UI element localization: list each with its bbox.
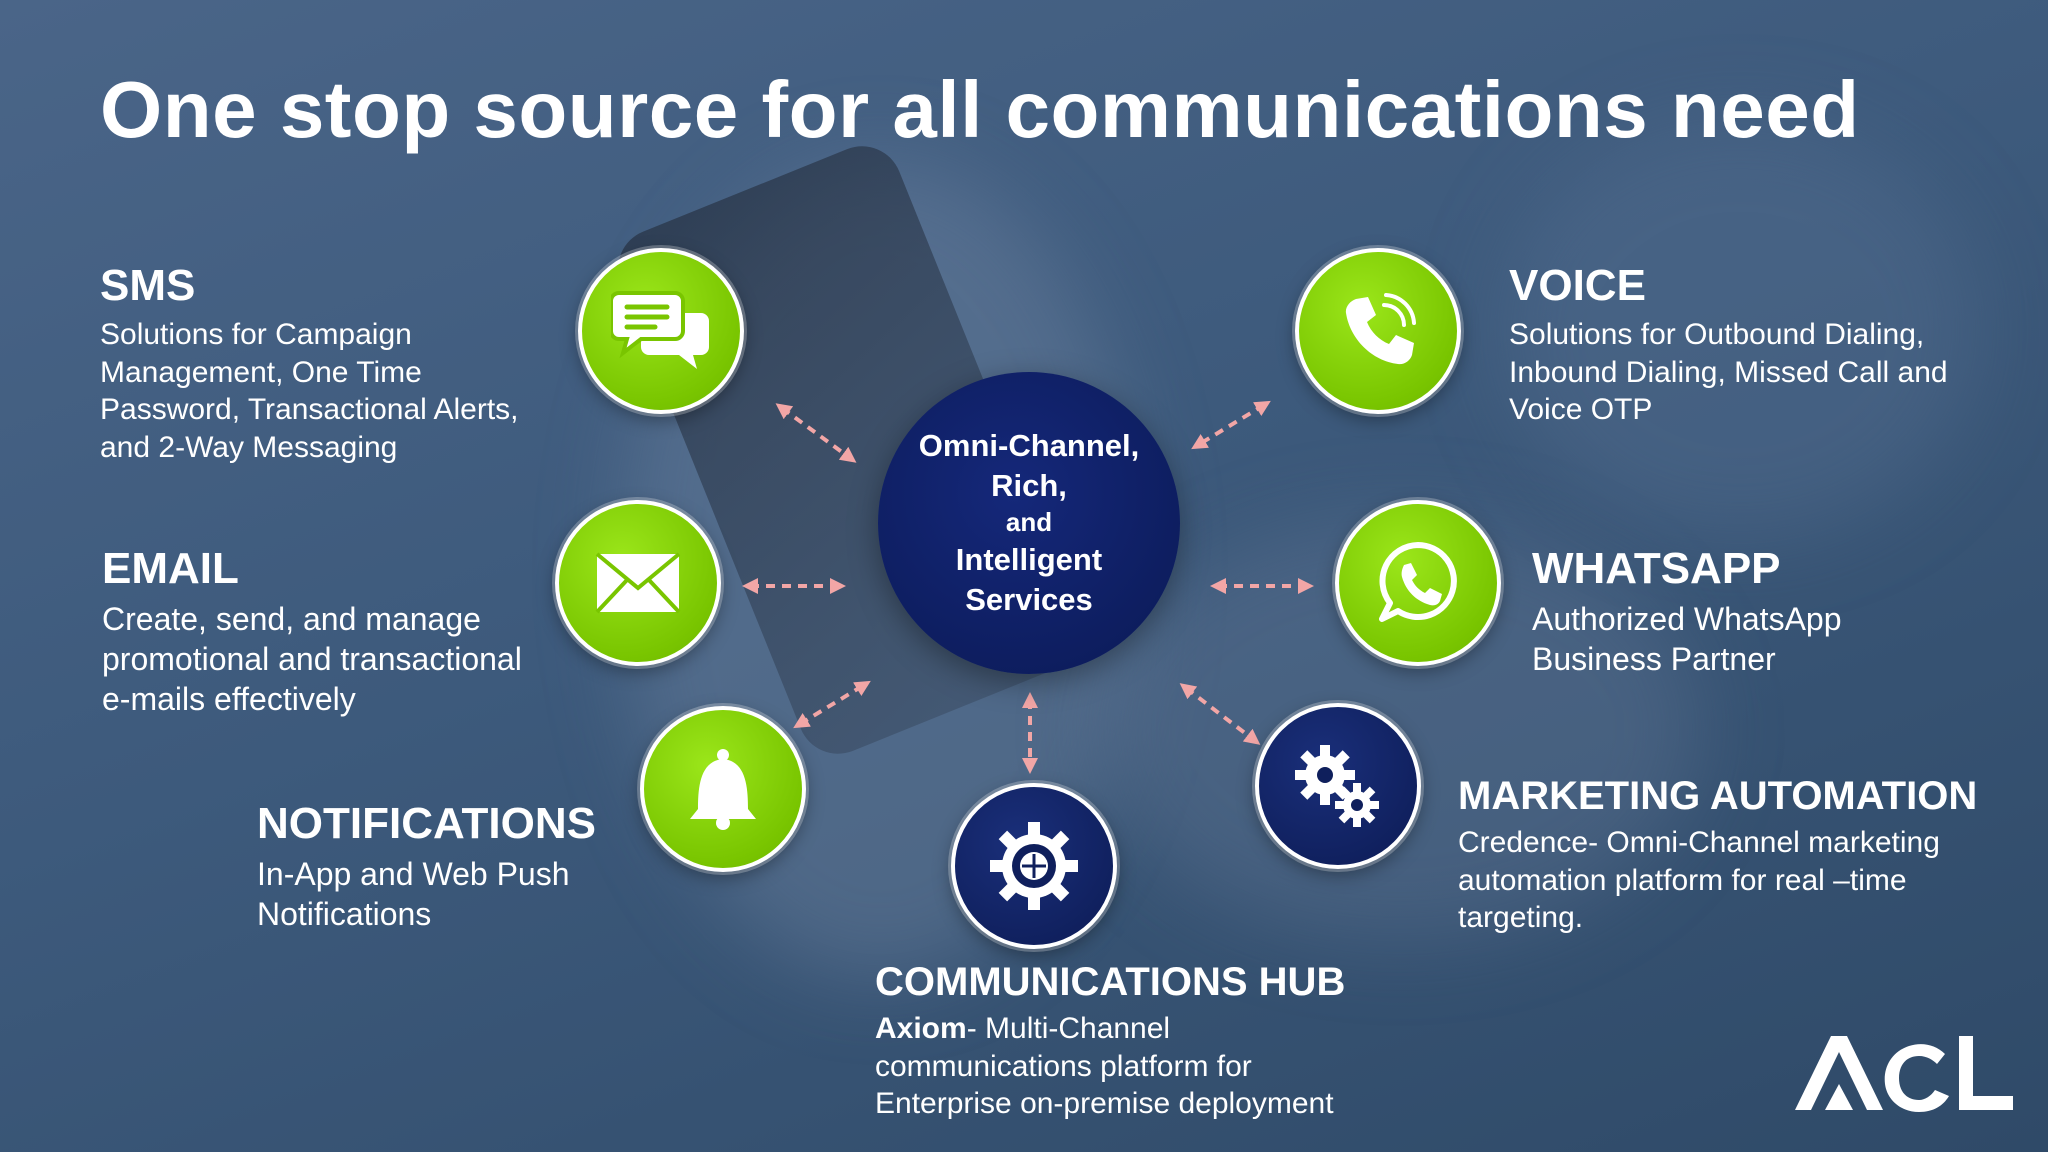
marketing-description: Credence- Omni-Channel marketing automat… [1458,824,1977,937]
center-line: and [1005,507,1053,538]
desc-line: Password, Transactional Alerts, [100,393,519,427]
hub-block: COMMUNICATIONS HUB Axiom- Multi-Channel … [875,960,1345,1123]
center-line: Rich, [991,467,1067,503]
center-line: Services [965,582,1093,618]
desc-line: and 2-Way Messaging [100,430,398,464]
desc-line: Notifications [257,896,432,933]
desc-line: Solutions for Outbound Dialing, [1509,318,1925,352]
notifications-description: In-App and Web Push Notifications [257,854,596,934]
email-node [555,500,721,666]
center-line: Intelligent [955,541,1103,577]
sms-title: SMS [100,261,196,310]
arrow-sms [775,403,857,463]
desc-line: Solutions for Campaign [100,318,412,352]
desc-line: Voice OTP [1509,393,1653,427]
hub-gear-icon [990,822,1078,910]
desc-line: Credence- Omni-Channel marketing [1458,826,1940,859]
notifications-title: NOTIFICATIONS [257,799,596,848]
email-description: Create, send, and manage promotional and… [102,599,522,719]
email-title: EMAIL [102,544,239,593]
desc-line: - Multi-Channel [966,1012,1171,1045]
desc-line: Create, send, and manage [102,601,481,638]
whatsapp-description: Authorized WhatsApp Business Partner [1532,599,1842,679]
hub-node [951,783,1117,949]
desc-line: Inbound Dialing, Missed Call and [1509,355,1948,389]
sms-description: Solutions for Campaign Management, One T… [100,316,519,466]
desc-line: Enterprise on-premise deployment [875,1087,1334,1120]
desc-line: Business Partner [1532,641,1776,678]
marketing-block: MARKETING AUTOMATION Credence- Omni-Chan… [1458,774,1977,937]
background-glow [1500,120,1980,540]
desc-line: In-App and Web Push [257,856,570,893]
whatsapp-icon [1379,542,1457,622]
whatsapp-title: WHATSAPP [1532,544,1781,593]
arrow-marketing [1179,683,1261,745]
voice-title: VOICE [1509,261,1646,310]
desc-line: automation platform for real –time [1458,863,1907,897]
voice-node [1295,248,1461,414]
hub-description: Axiom- Multi-Channel communications plat… [875,1010,1345,1123]
marketing-title: MARKETING AUTOMATION [1458,774,1978,818]
desc-line: e-mails effectively [102,681,356,718]
bell-icon [690,749,756,830]
marketing-node [1255,703,1421,869]
whatsapp-block: WHATSAPP Authorized WhatsApp Business Pa… [1532,544,1842,679]
voice-block: VOICE Solutions for Outbound Dialing, In… [1509,261,1948,429]
arrow-notifications [793,680,871,729]
acl-logo [1795,1036,2013,1112]
sms-node [578,248,744,414]
gears-icon [1295,745,1379,827]
envelope-icon [595,552,681,614]
email-block: EMAIL Create, send, and manage promotion… [102,544,522,719]
center-line: Omni-Channel, [918,427,1140,463]
desc-line: communications platform for [875,1049,1252,1083]
desc-line: Authorized WhatsApp [1532,601,1842,638]
center-hub-circle: Omni-Channel, Rich, and Intelligent Serv… [878,372,1180,674]
desc-line: promotional and transactional [102,641,522,678]
phone-icon [1345,293,1416,365]
hub-brand: Axiom [875,1012,967,1045]
voice-description: Solutions for Outbound Dialing, Inbound … [1509,316,1948,429]
desc-line: Management, One Time [100,355,422,389]
sms-block: SMS Solutions for Campaign Management, O… [100,261,519,466]
hub-title: COMMUNICATIONS HUB [875,960,1346,1004]
notifications-block: NOTIFICATIONS In-App and Web Push Notifi… [257,799,596,934]
whatsapp-node [1335,500,1501,666]
page-title: One stop source for all communications n… [100,65,1860,154]
chat-bubbles-icon [611,291,709,369]
notifications-node [640,706,806,872]
arrow-voice [1191,400,1271,450]
desc-line: targeting. [1458,901,1584,934]
